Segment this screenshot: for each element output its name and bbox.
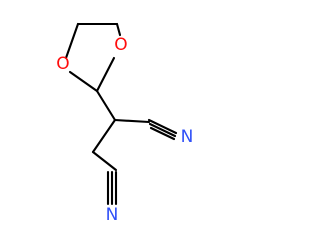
bond-ring-c5-o <box>115 22 122 37</box>
bond-cn-triple-3 <box>149 126 176 141</box>
bond-c2-ch <box>95 89 117 122</box>
bond-ring-o-c2-right <box>95 56 116 93</box>
bond-cn-triple-1 <box>147 118 178 135</box>
oxygen-atom-left: O <box>56 54 69 74</box>
bond-cn-triple-2 <box>148 122 177 138</box>
bond-ring-c4-o <box>64 22 80 60</box>
nitrogen-atom-upper: N <box>181 127 194 147</box>
bond-ch-cn <box>113 118 151 124</box>
oxygen-atom-right: O <box>114 35 127 55</box>
bond-ring-o-c2-left <box>68 70 99 93</box>
nitrogen-atom-lower: N <box>106 205 119 225</box>
structure-diagram: O O N N <box>56 22 194 225</box>
bond-ch2-cn <box>91 150 118 172</box>
bond-ch-ch2 <box>91 118 117 154</box>
